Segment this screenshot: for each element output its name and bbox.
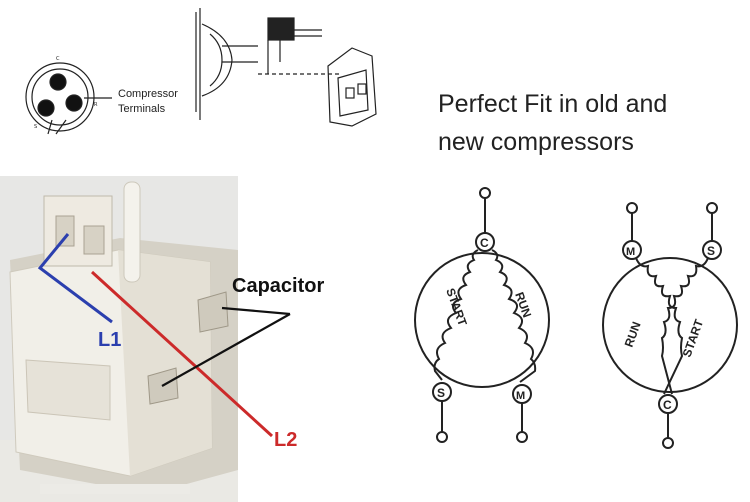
relay-body — [327, 47, 377, 127]
terminal-housing-outer — [25, 62, 95, 132]
terminal-label: C — [663, 398, 672, 412]
relay-front-recess — [25, 359, 111, 421]
capacitor-pointer-upper — [221, 306, 291, 316]
compressor-terminals-sketch — [25, 62, 112, 135]
terminal-boss — [209, 33, 223, 87]
overload-protector — [267, 17, 295, 41]
terminal-label: M — [626, 246, 635, 258]
capacitor-label: Capacitor — [232, 275, 324, 297]
terminal-label: S — [707, 244, 715, 258]
pin-label-r: R — [94, 102, 98, 108]
terminal-top-left — [622, 240, 642, 260]
schematic-right — [602, 202, 738, 449]
relay-socket — [357, 83, 367, 95]
winding-run — [635, 257, 684, 395]
terminal-pin-right — [65, 94, 83, 112]
capacitor-pointer — [161, 306, 291, 387]
terminal-bottom — [658, 394, 678, 414]
winding-start — [433, 249, 479, 381]
relay-side-socket-upper — [197, 291, 229, 333]
pin-label-c: C — [56, 56, 60, 62]
winding-label-start: START — [680, 317, 707, 359]
winding-label-run: RUN — [622, 320, 644, 349]
lead-end-top — [479, 187, 491, 199]
terminal-bottom-left — [432, 382, 452, 402]
terminal-top — [475, 232, 495, 252]
winding-run — [491, 249, 537, 383]
relay-socket-right — [83, 225, 105, 255]
compressor-terminals-label-1: Compressor — [118, 88, 178, 100]
l1-label: L1 — [98, 329, 121, 351]
terminal-leader-line — [55, 119, 67, 135]
headline-line-1: Perfect Fit in old and — [438, 90, 667, 118]
terminal-pin-top — [49, 73, 67, 91]
lead-end-left — [436, 431, 448, 443]
relay-mounting-sketch — [195, 8, 377, 127]
relay-face — [337, 69, 369, 117]
headline-line-2: new compressors — [438, 128, 634, 156]
relay-photo — [0, 176, 238, 502]
compressor-terminals-label-2: Terminals — [118, 103, 166, 115]
relay-base-edge — [40, 484, 190, 494]
motor-outline — [602, 257, 738, 393]
relay-socket — [345, 87, 355, 99]
terminal-top-right — [702, 240, 722, 260]
terminal-leader-line — [47, 119, 53, 135]
lead-end-top-left — [626, 202, 638, 214]
terminal-housing-inner — [31, 68, 89, 126]
l2-label: L2 — [274, 429, 297, 451]
terminal-pin-left — [37, 99, 55, 117]
motor-outline — [414, 252, 550, 388]
terminal-label: M — [516, 390, 525, 402]
lead-end-top-right — [706, 202, 718, 214]
pin-label-s: S — [34, 124, 37, 130]
terminal-boss — [201, 23, 233, 97]
terminal-bottom-right — [512, 384, 532, 404]
lead-end-bottom — [662, 437, 674, 449]
capacitor-pointer-lower — [161, 313, 291, 387]
relay-body-side — [118, 250, 212, 476]
relay-mount-post — [123, 181, 141, 283]
l1-wire — [37, 233, 113, 324]
l2-wire — [90, 270, 274, 438]
terminal-label: S — [437, 386, 445, 400]
schematic-left — [414, 187, 550, 443]
winding-start — [660, 257, 709, 395]
winding-label-run: RUN — [512, 290, 534, 319]
lead-end-right — [516, 431, 528, 443]
relay-socket-left — [55, 215, 75, 247]
terminal-label: C — [480, 236, 489, 250]
